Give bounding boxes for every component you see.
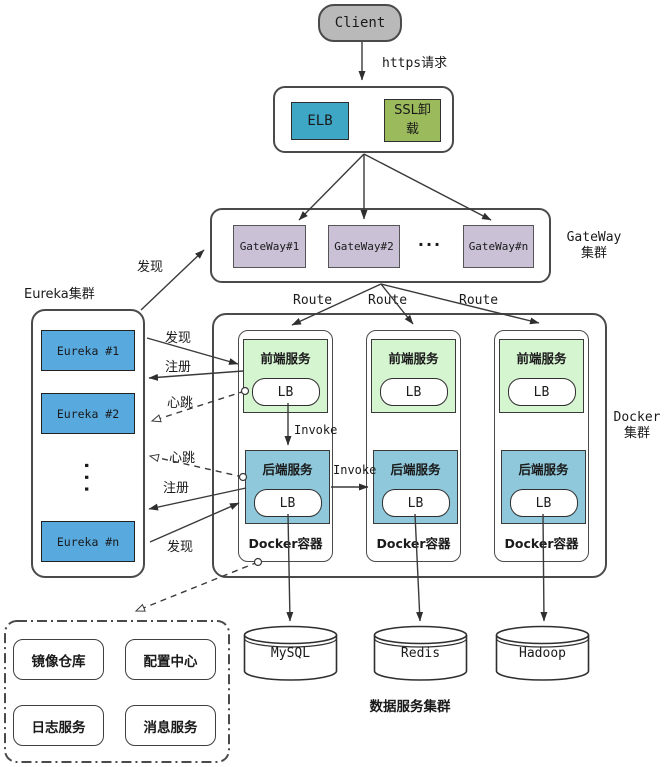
discover-backend-label: 发现 bbox=[167, 540, 194, 555]
hadoop-database: Hadoop bbox=[495, 625, 590, 682]
ssl-offload-node: SSL卸载 bbox=[384, 99, 441, 142]
redis-database: Redis bbox=[373, 625, 468, 682]
backend-service-3: 后端服务 LB bbox=[501, 450, 586, 524]
mysql-label: MySQL bbox=[270, 646, 311, 661]
message-service-node: 消息服务 bbox=[125, 705, 216, 746]
invoke-internal-label: Invoke bbox=[294, 423, 338, 437]
frontend-lb-2: LB bbox=[379, 378, 448, 406]
register-frontend-label: 注册 bbox=[165, 360, 192, 375]
mysql-database: MySQL bbox=[243, 625, 338, 682]
client-node: Client bbox=[318, 4, 402, 42]
docker-container-3-caption: Docker容器 bbox=[504, 535, 579, 551]
gateway-node-1: GateWay#1 bbox=[233, 225, 306, 268]
heartbeat-backend-label: 心跳 bbox=[169, 451, 196, 466]
gateway-cluster-label-line2: 集群 bbox=[580, 245, 607, 261]
discover-gateway-label: 发现 bbox=[137, 260, 164, 275]
frontend-service-3: 前端服务 LB bbox=[499, 339, 584, 413]
gateway-cluster-label-line1: GateWay bbox=[566, 230, 622, 245]
frontend-lb-1: LB bbox=[251, 378, 320, 406]
data-cluster-title: 数据服务集群 bbox=[369, 699, 451, 715]
frontend-service-1-label: 前端服务 bbox=[260, 351, 311, 366]
backend-lb-2: LB bbox=[381, 489, 450, 517]
redis-label: Redis bbox=[400, 646, 441, 661]
frontend-service-2-label: 前端服务 bbox=[388, 351, 439, 366]
backend-service-2: 后端服务 LB bbox=[373, 450, 458, 524]
gateway-node-n: GateWay#n bbox=[463, 225, 534, 268]
backend-lb-1: LB bbox=[253, 489, 322, 517]
image-repository-node: 镜像仓库 bbox=[13, 639, 104, 680]
gateway-node-2: GateWay#2 bbox=[328, 225, 400, 268]
gateway-cluster-label: GateWay 集群 bbox=[556, 230, 632, 261]
frontend-service-1: 前端服务 LB bbox=[243, 339, 328, 413]
cylinder-icon bbox=[373, 625, 468, 681]
eureka-ellipsis: ··· bbox=[75, 462, 97, 498]
gateway-ellipsis: ··· bbox=[417, 234, 443, 254]
frontend-service-2: 前端服务 LB bbox=[371, 339, 456, 413]
docker-container-2-caption: Docker容器 bbox=[376, 535, 451, 551]
backend-lb-3: LB bbox=[509, 489, 578, 517]
cylinder-icon bbox=[243, 625, 338, 681]
route-label-1: Route bbox=[293, 293, 333, 308]
backend-service-2-label: 后端服务 bbox=[390, 462, 441, 477]
config-center-node: 配置中心 bbox=[125, 639, 216, 680]
discover-frontend-label: 发现 bbox=[165, 331, 192, 346]
frontend-service-3-label: 前端服务 bbox=[516, 351, 567, 366]
log-service-node: 日志服务 bbox=[13, 705, 104, 746]
invoke-cross-label: Invoke bbox=[333, 463, 377, 477]
docker-cluster-label-line2: 集群 bbox=[623, 425, 650, 441]
frontend-lb-3: LB bbox=[507, 378, 576, 406]
cylinder-icon bbox=[495, 625, 590, 681]
eureka-node-2: Eureka #2 bbox=[41, 393, 135, 434]
backend-service-1: 后端服务 LB bbox=[245, 450, 330, 524]
eureka-cluster-title: Eureka集群 bbox=[24, 287, 95, 302]
backend-service-1-label: 后端服务 bbox=[262, 462, 313, 477]
https-request-label: https请求 bbox=[382, 56, 448, 71]
docker-container-1-caption: Docker容器 bbox=[248, 535, 323, 551]
backend-service-3-label: 后端服务 bbox=[518, 462, 569, 477]
heartbeat-frontend-label: 心跳 bbox=[167, 396, 194, 411]
docker-cluster-label: Docker 集群 bbox=[606, 410, 668, 441]
route-label-2: Route bbox=[368, 293, 408, 308]
route-label-3: Route bbox=[459, 293, 499, 308]
docker-cluster-label-line1: Docker bbox=[613, 410, 661, 425]
eureka-node-1: Eureka #1 bbox=[41, 330, 135, 371]
hadoop-label: Hadoop bbox=[519, 646, 566, 661]
elb-node: ELB bbox=[291, 102, 349, 140]
ssl-offload-label: SSL卸载 bbox=[394, 103, 431, 137]
register-backend-label: 注册 bbox=[163, 481, 190, 496]
eureka-node-n: Eureka #n bbox=[41, 521, 135, 562]
